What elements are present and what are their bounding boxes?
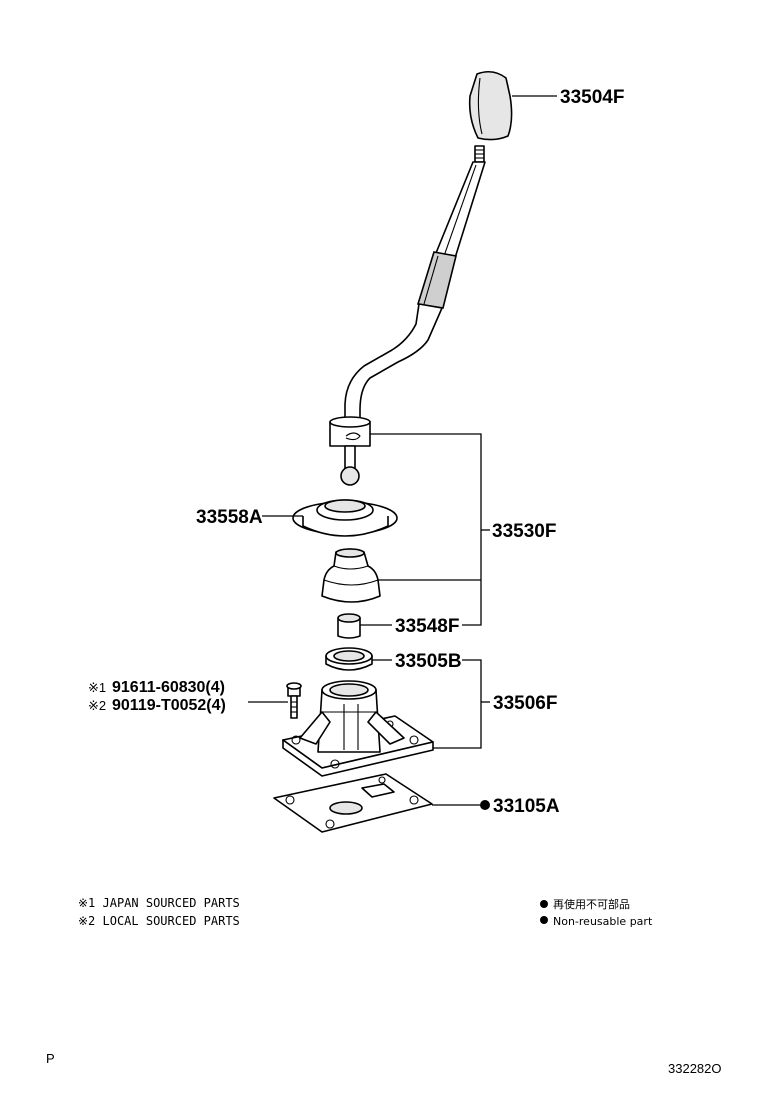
- bolt-part: [286, 682, 302, 719]
- bolt1-mark: ※1: [88, 680, 106, 695]
- label-33506F: 33506F: [493, 693, 557, 714]
- label-33504F: 33504F: [560, 87, 624, 108]
- bolt2-label: 90119-T0052(4): [112, 697, 226, 714]
- bushing-part: [337, 613, 361, 639]
- seat-part: [325, 647, 373, 671]
- note-japan: ※1 JAPAN SOURCED PARTS: [78, 896, 240, 910]
- bolt2-mark: ※2: [88, 698, 106, 713]
- label-33558A: 33558A: [196, 507, 263, 528]
- retainer-part: [292, 499, 398, 537]
- label-33505B: 33505B: [395, 651, 462, 672]
- label-33105A: 33105A: [493, 796, 560, 817]
- legend-en: Non-reusable part: [553, 915, 653, 928]
- housing-part: [282, 680, 434, 777]
- legend-dot-en: [540, 916, 548, 924]
- label-33530F: 33530F: [492, 521, 556, 542]
- footer-left: P: [46, 1051, 55, 1066]
- gasket-part: [273, 773, 433, 833]
- leader-lines: [248, 95, 557, 806]
- label-33548F: 33548F: [395, 616, 459, 637]
- shift-knob: [468, 70, 513, 141]
- bolt1-label: 91611-60830(4): [112, 679, 225, 696]
- footer-right: 332282O: [668, 1061, 722, 1076]
- boot-part: [321, 548, 381, 603]
- non-reusable-marker: [480, 800, 490, 810]
- shift-lever: [329, 145, 486, 486]
- note-local: ※2 LOCAL SOURCED PARTS: [78, 914, 240, 928]
- legend-ja: 再使用不可部品: [553, 897, 630, 911]
- legend-dot-ja: [540, 900, 548, 908]
